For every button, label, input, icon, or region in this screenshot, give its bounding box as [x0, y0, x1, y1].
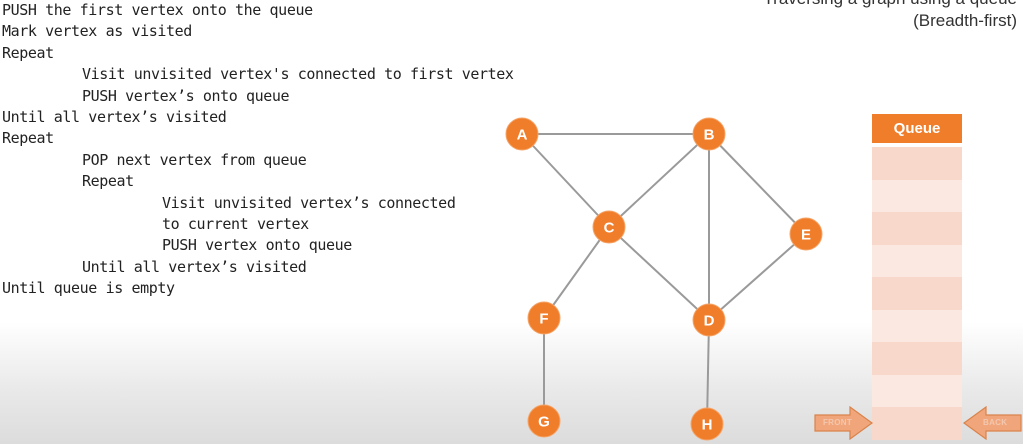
vertex-b: B: [692, 117, 726, 151]
pseudocode-line: Mark vertex as visited: [2, 22, 192, 41]
back-label: BACK: [983, 418, 1008, 427]
vertex-h: H: [690, 407, 724, 441]
pseudocode-line: Until queue is empty: [2, 279, 175, 298]
queue-slot: [872, 277, 962, 310]
vertex-circle: [527, 301, 561, 335]
vertex-label: C: [604, 220, 615, 237]
pseudocode-line: to current vertex: [162, 214, 309, 233]
vertex-circle: [692, 303, 726, 337]
vertex-label: E: [801, 227, 811, 244]
pseudocode-line: Repeat: [2, 129, 54, 148]
pseudocode-line: Visit unvisited vertex’s connected: [162, 193, 456, 212]
vertex-label: B: [704, 127, 715, 144]
vertex-circle: [789, 217, 823, 251]
pseudocode-line: Until all vertex’s visited: [2, 107, 227, 126]
edge-d-e: [708, 233, 807, 321]
queue-slot: [872, 309, 962, 342]
edge-d-h: [706, 319, 710, 425]
queue-slot: [872, 374, 962, 407]
vertex-a: A: [505, 117, 539, 151]
vertex-e: E: [789, 217, 823, 251]
queue-slot: [872, 212, 962, 245]
pseudocode-line: POP next vertex from queue: [82, 150, 307, 169]
pseudocode-line: Visit unvisited vertex's connected to fi…: [82, 65, 514, 84]
slide-title: Traversing a graph using a queue (Breadt…: [763, 0, 1017, 32]
vertex-label: H: [702, 417, 713, 434]
pseudocode-line: PUSH the first vertex onto the queue: [2, 1, 313, 19]
graph-edges: [521, 133, 807, 425]
edge-b-e: [708, 133, 807, 235]
vertex-circle: [592, 210, 626, 244]
queue-slot: [872, 179, 962, 212]
vertex-label: A: [517, 127, 528, 144]
vertex-label: D: [704, 313, 715, 330]
edge-b-c: [608, 133, 710, 228]
graph-nodes: A B C D E F G H: [505, 117, 823, 441]
vertex-c: C: [592, 210, 626, 244]
vertex-label: F: [539, 311, 548, 328]
pseudocode-line: PUSH vertex’s onto queue: [82, 86, 290, 105]
edge-a-c: [521, 133, 610, 228]
front-label: FRONT: [823, 418, 853, 427]
queue-slots: [872, 147, 962, 440]
title-line-2: (Breadth-first): [913, 11, 1017, 30]
vertex-d: D: [692, 303, 726, 337]
back-arrow-icon: [962, 406, 1022, 440]
vertex-circle: [692, 117, 726, 151]
vertex-circle: [527, 404, 561, 438]
edge-c-f: [543, 226, 610, 319]
queue-header: Queue: [872, 114, 962, 143]
queue-slot: [872, 244, 962, 277]
title-line-1: Traversing a graph using a queue: [763, 0, 1017, 10]
pseudocode-line: Until all vertex’s visited: [82, 257, 307, 276]
front-arrow-icon: [814, 406, 874, 440]
queue-slot: [872, 407, 962, 440]
pseudocode-line: Repeat: [2, 43, 54, 62]
vertex-circle: [505, 117, 539, 151]
vertex-circle: [690, 407, 724, 441]
queue-slot: [872, 342, 962, 375]
vertex-label: G: [538, 414, 550, 431]
pseudocode-line: Repeat: [82, 172, 134, 191]
pseudocode-line: PUSH vertex onto queue: [162, 236, 352, 255]
vertex-f: F: [527, 301, 561, 335]
vertex-g: G: [527, 404, 561, 438]
edge-c-d: [608, 226, 710, 321]
queue-slot: [872, 147, 962, 180]
